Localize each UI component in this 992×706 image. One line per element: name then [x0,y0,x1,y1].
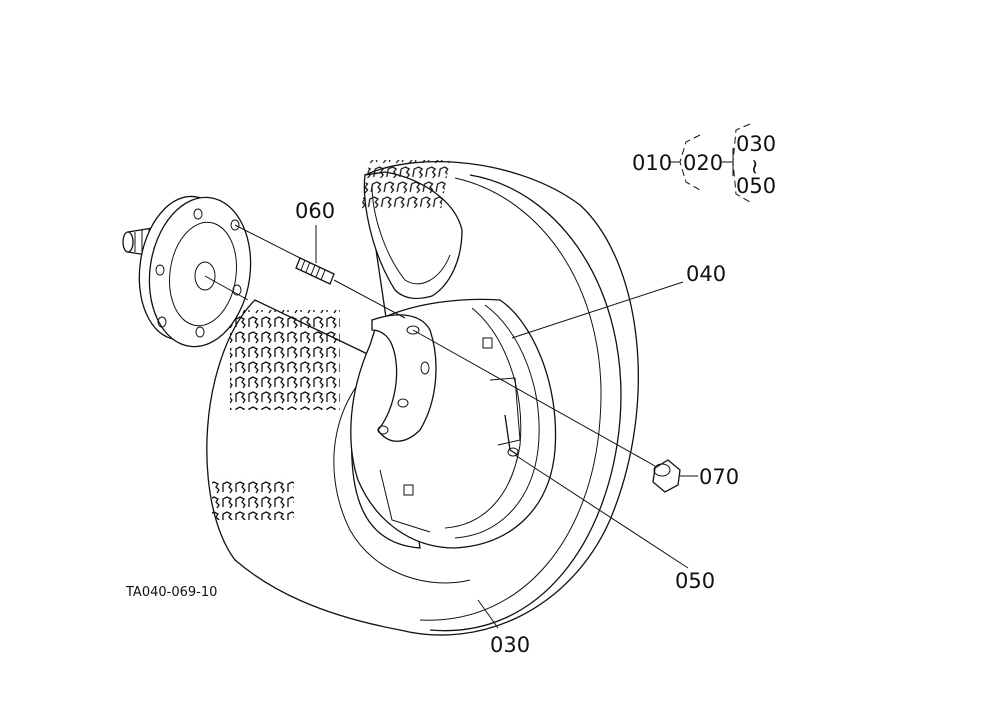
valve-icon [504,414,519,457]
legend-range-end: 050 [736,174,776,198]
wheel-rim-icon [350,298,557,549]
callout-040: 040 [686,262,726,286]
legend-range-sep: ~ [743,158,767,176]
legend-root: 010 [632,151,672,175]
legend-range-start: 030 [736,132,776,156]
leader-lines [204,224,698,629]
nut-icon [652,459,681,493]
callout-070: 070 [699,465,739,489]
part-hierarchy-legend: 010 020 030 ~ 050 [632,123,776,203]
callout-050: 050 [675,569,715,593]
stud-bolt-icon [295,257,335,285]
hub-flange-icon [122,195,252,348]
legend-child: 020 [683,151,723,175]
callout-030: 030 [490,633,530,657]
callout-060: 060 [295,199,335,223]
drawing-code: TA040-069-10 [125,585,217,600]
